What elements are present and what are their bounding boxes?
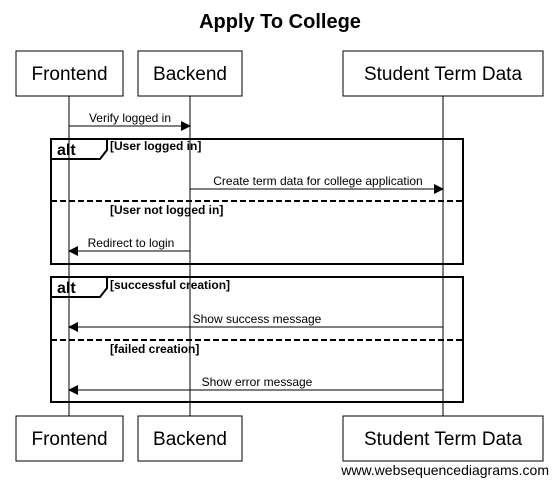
actor-label: Frontend	[31, 429, 107, 450]
actor-label: Backend	[153, 429, 227, 450]
message-label: Create term data for college application	[213, 174, 422, 188]
message-show-error: Show error message	[68, 375, 443, 395]
fragment-guard: [User logged in]	[110, 139, 201, 153]
message-label: Verify logged in	[89, 111, 171, 125]
fragment-keyword: alt	[57, 280, 76, 297]
actor-backend-bottom: Backend	[137, 415, 243, 462]
actor-label: Student Term Data	[364, 429, 523, 450]
actor-label: Backend	[153, 64, 227, 85]
fragment-guard: [successful creation]	[110, 278, 230, 292]
message-label: Redirect to login	[88, 236, 175, 250]
actor-frontend-top: Frontend	[15, 50, 124, 97]
message-label: Show success message	[193, 312, 322, 326]
message-show-success: Show success message	[68, 312, 443, 332]
fragment-else-guard: [failed creation]	[110, 342, 199, 356]
watermark-text: www.websequencediagrams.com	[340, 462, 549, 478]
actor-label: Student Term Data	[364, 64, 523, 85]
diagram-title: Apply To College	[199, 11, 361, 33]
alt-fragment-1: alt [User logged in] [User not logged in…	[50, 138, 464, 265]
fragment-keyword: alt	[57, 142, 76, 159]
actor-student-term-data-bottom: Student Term Data	[342, 415, 544, 462]
actor-backend-top: Backend	[137, 50, 243, 97]
message-label: Show error message	[202, 375, 313, 389]
actor-frontend-bottom: Frontend	[15, 415, 124, 462]
message-create-term-data: Create term data for college application	[190, 174, 444, 194]
message-redirect-to-login: Redirect to login	[68, 236, 190, 256]
message-verify-logged-in: Verify logged in	[69, 111, 191, 131]
alt-fragment-2: alt [successful creation] [failed creati…	[50, 276, 464, 403]
fragment-else-guard: [User not logged in]	[110, 203, 223, 217]
actor-label: Frontend	[31, 64, 107, 85]
actor-student-term-data-top: Student Term Data	[342, 50, 544, 97]
